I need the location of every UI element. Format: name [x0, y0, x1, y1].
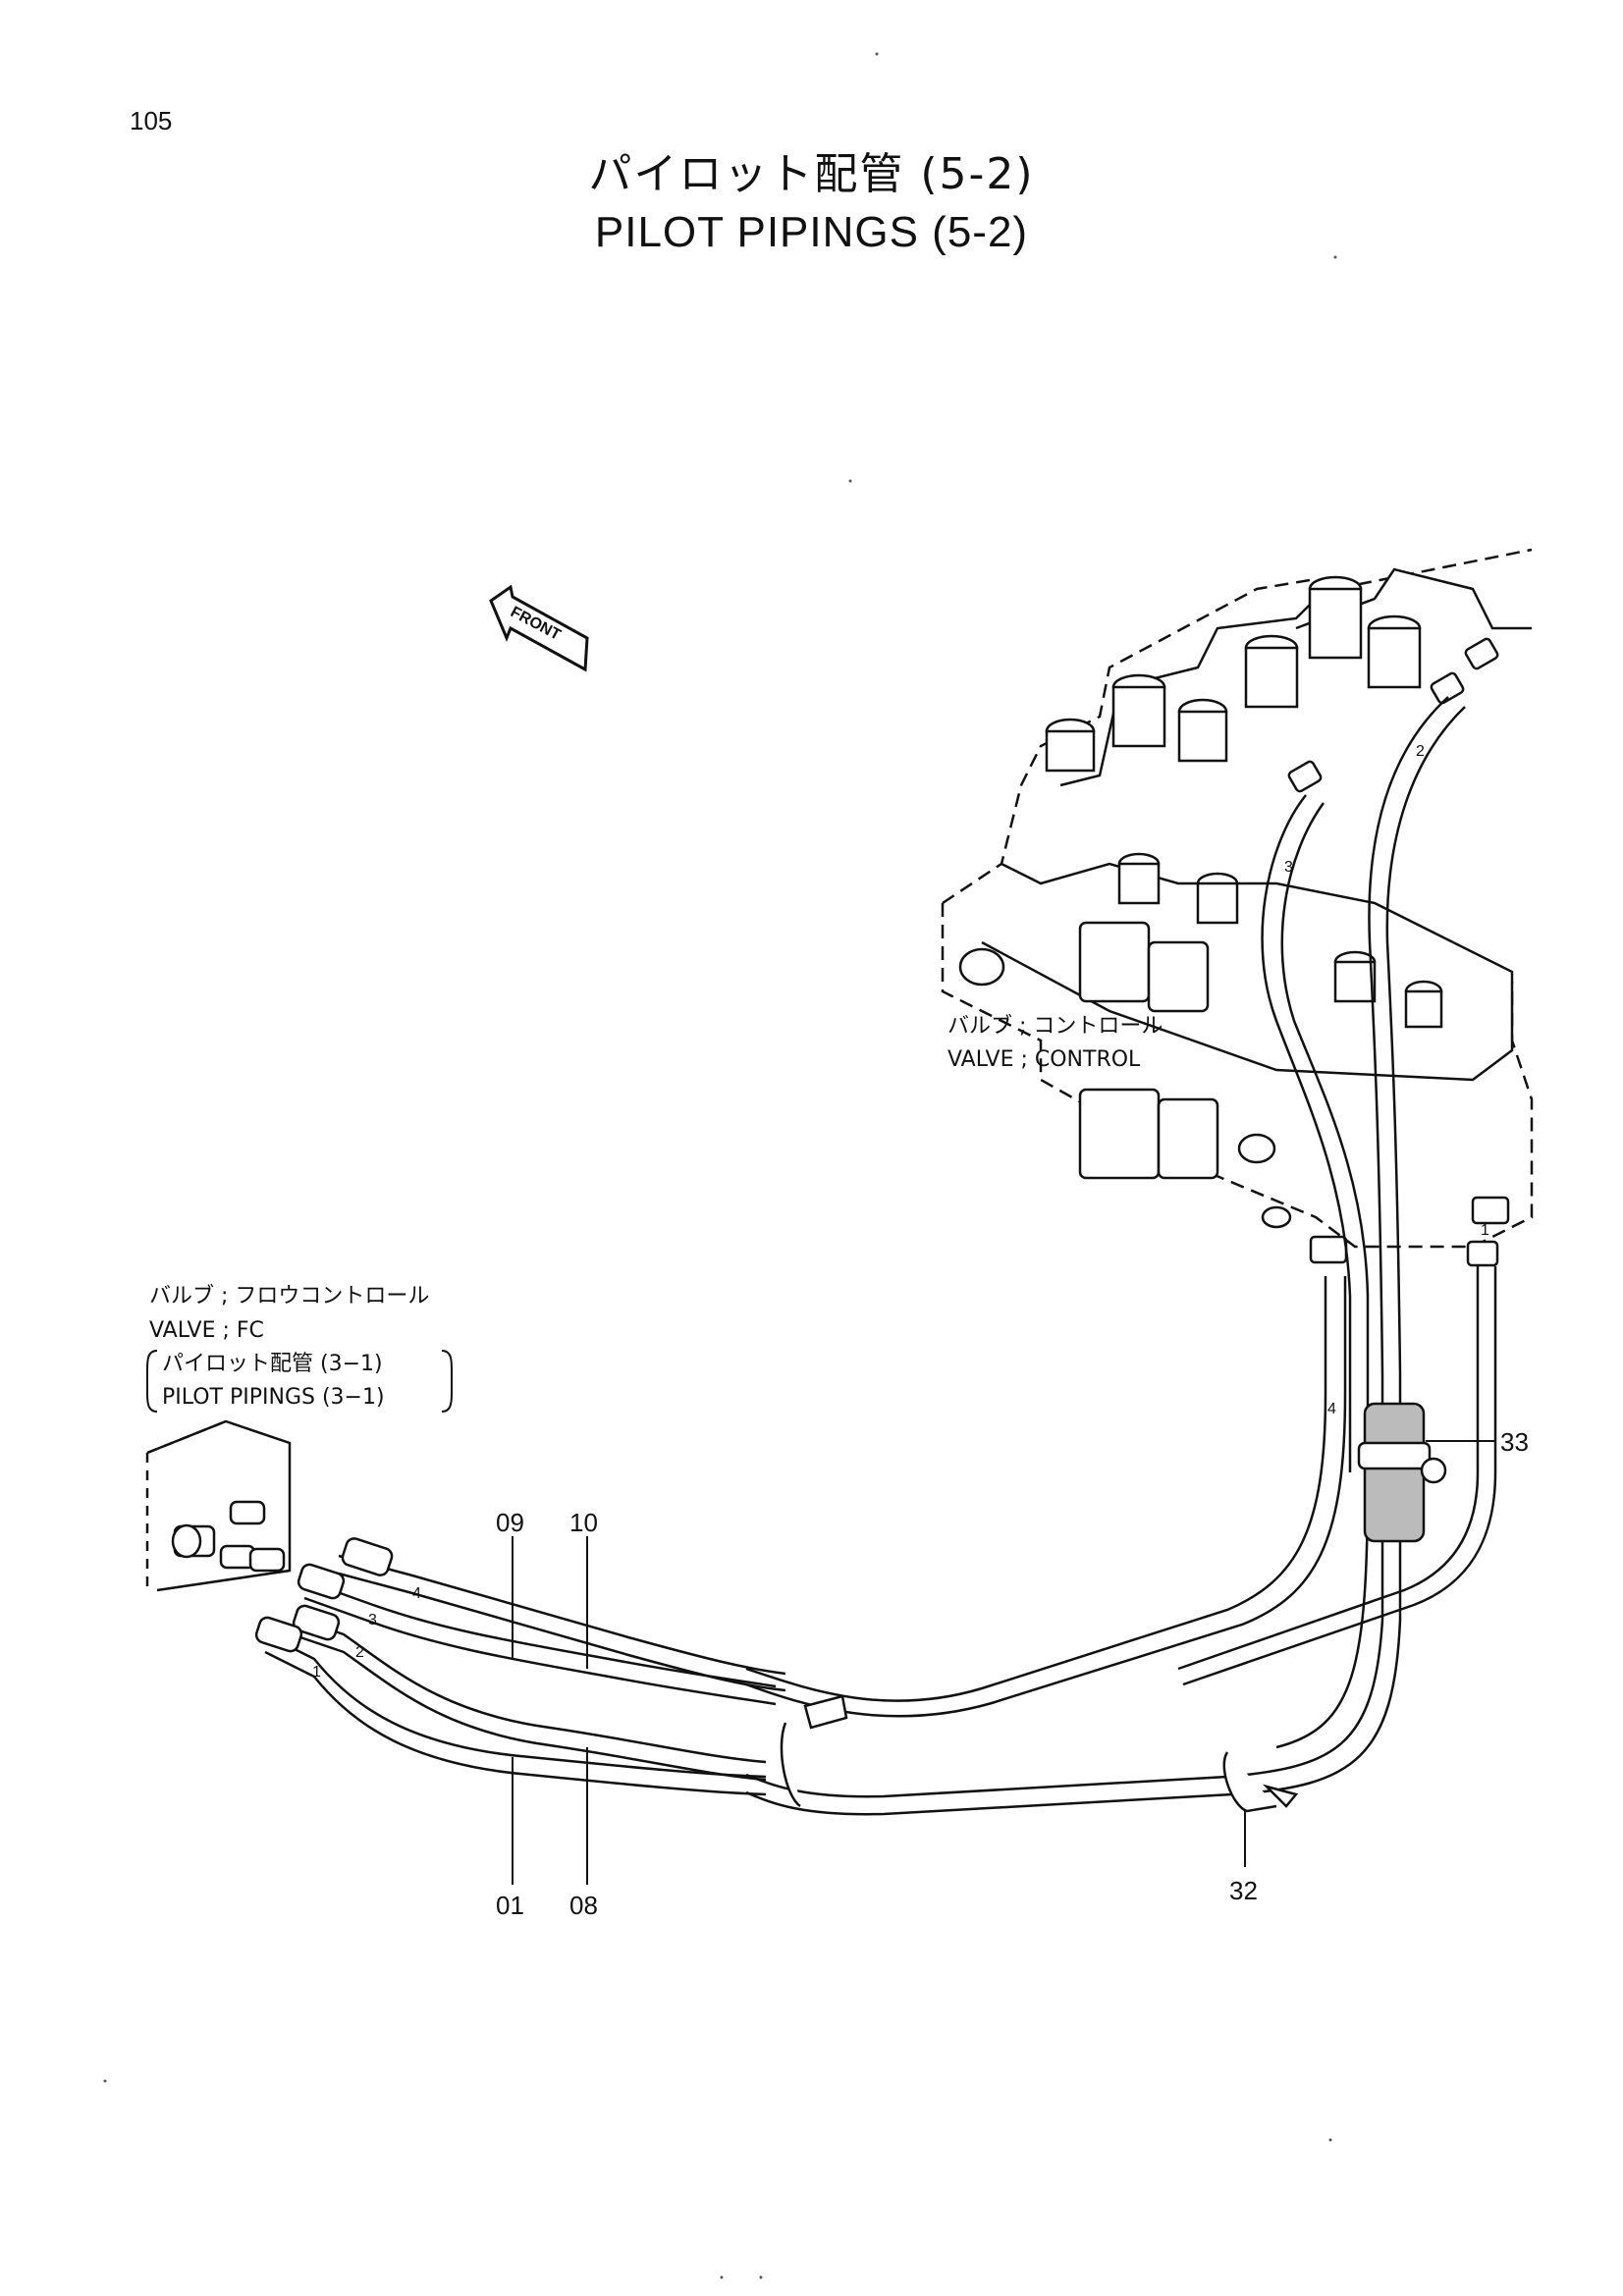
part-number-01: 01 [496, 1891, 524, 1920]
title-english: PILOT PIPINGS (5-2) [594, 208, 1029, 256]
valve-fittings [1287, 637, 1510, 1267]
hoses-left-group [264, 1554, 786, 1796]
port-left-1: 1 [312, 1664, 321, 1681]
control-valve-label-en: VALVE ; CONTROL [947, 1047, 1141, 1072]
port-right-3: 3 [1284, 859, 1293, 876]
scan-specks [103, 52, 1337, 2279]
clamp-33-sleeve [1357, 1402, 1447, 1543]
left-hose-fittings [219, 1500, 394, 1653]
port-right-1: 1 [1481, 1222, 1489, 1239]
port-right-2: 2 [1416, 743, 1425, 760]
part-number-09: 09 [496, 1508, 524, 1537]
control-valve-label-ja: バルブ ; コントロール [947, 1014, 1163, 1039]
title-block: パイロット配管 (5-2) PILOT PIPINGS (5-2) [0, 147, 1623, 263]
part-number-10: 10 [569, 1508, 598, 1537]
reference-brackets [146, 1350, 453, 1413]
part-number-33: 33 [1500, 1427, 1529, 1457]
fc-valve-label-ja: バルブ ; フロウコントロール [149, 1284, 429, 1308]
leader-lines [512, 1440, 1496, 1885]
hoses-right-group [745, 696, 1497, 1816]
fc-valve-label-en: VALVE ; FC [149, 1318, 264, 1343]
port-left-2: 2 [355, 1644, 364, 1661]
reference-label-ja: パイロット配管 (3−1) [162, 1352, 383, 1376]
clamp-32 [1222, 1751, 1299, 1813]
port-right-4: 4 [1327, 1401, 1336, 1417]
valve-spool-caps [1045, 575, 1443, 1029]
center-hose-clamp [780, 1694, 848, 1808]
part-number-08: 08 [569, 1891, 598, 1920]
port-left-4: 4 [412, 1585, 421, 1602]
reference-label-en: PILOT PIPINGS (3−1) [162, 1385, 385, 1410]
page-number: 105 [130, 106, 173, 135]
front-arrow-icon: FRONT [489, 584, 589, 672]
title-japanese: パイロット配管 (5-2) [588, 149, 1035, 199]
port-left-3: 3 [368, 1612, 377, 1629]
part-number-32: 32 [1229, 1876, 1258, 1905]
